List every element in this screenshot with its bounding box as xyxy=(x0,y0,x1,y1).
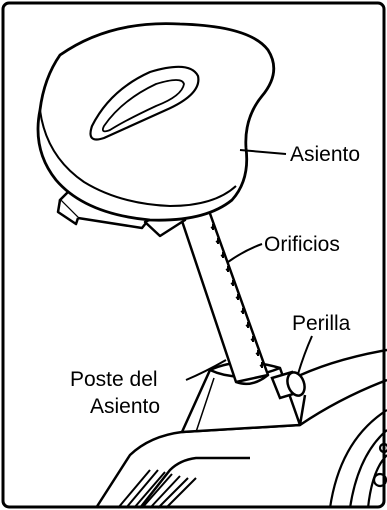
leader-knob xyxy=(298,336,312,374)
bike-grille xyxy=(118,470,196,508)
seat-post xyxy=(180,208,268,384)
leader-holes xyxy=(228,244,262,262)
label-seat-post-line1: Poste del xyxy=(70,369,158,390)
label-knob: Perilla xyxy=(292,313,350,334)
label-seat: Asiento xyxy=(290,144,360,165)
label-seat-post-line2: Asiento xyxy=(90,396,160,417)
saddle xyxy=(38,24,274,221)
label-holes: Orificios xyxy=(264,234,340,255)
bike-flywheel xyxy=(330,410,387,508)
